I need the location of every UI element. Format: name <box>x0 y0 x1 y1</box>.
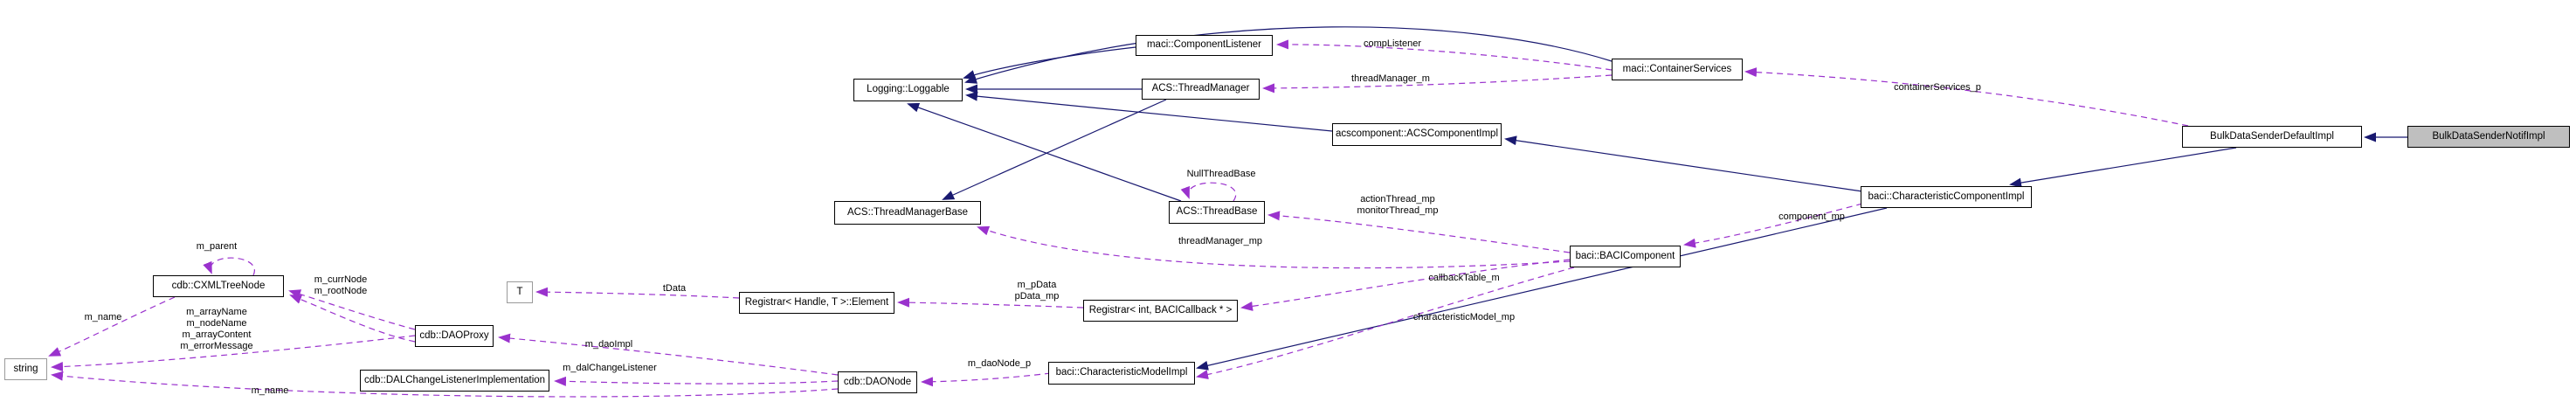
edge-usage-proxystrings <box>51 335 416 372</box>
edge-label-complistener: compListener <box>1363 38 1422 49</box>
edge-usage-callbacktable-m <box>1240 259 1571 311</box>
edge-inherit-threadbase-loggable <box>907 102 1182 202</box>
edge-usage-complistener <box>1276 39 1613 71</box>
class-node-maci-containerservices[interactable]: maci::ContainerServices <box>1612 59 1743 80</box>
edge-inherit-containerservices-loggable <box>964 26 1613 84</box>
edge-label-mdaoimpl: m_daoImpl <box>584 339 633 350</box>
edge-label-callbacktable-m: callbackTable_m <box>1428 273 1500 283</box>
class-node-cdb-daoproxy[interactable]: cdb::DAOProxy <box>415 325 494 347</box>
edge-label-proxy-strings: m_arrayName m_nodeName m_arrayContent m_… <box>180 307 253 351</box>
edge-usage-mdalchangelistener <box>554 376 839 386</box>
edge-inherit-charcomponentimpl-charmodelimpl <box>1196 207 1888 371</box>
edge-inherit-charcomponentimpl-acscomponentimpl <box>1504 135 1863 192</box>
edge-label-pdata: m_pData pData_mp <box>1014 280 1060 302</box>
edge-usage-threadmanager-mp <box>977 225 1571 269</box>
edge-usage-characteristicmodel-mp <box>1196 267 1575 379</box>
edge-inherit-threadmanager-threadmanagerbase <box>942 99 1167 200</box>
class-node-baci-characteristicmodelimpl[interactable]: baci::CharacteristicModelImpl <box>1048 362 1195 385</box>
edge-label-mdaonode-p: m_daoNode_p <box>967 358 1032 369</box>
class-node-cdb-daonode[interactable]: cdb::DAONode <box>838 371 917 393</box>
edge-inherit-acscomponentimpl-loggable <box>965 91 1333 132</box>
edge-usage-mname-upper <box>48 296 176 357</box>
edge-usage-containerservices-p <box>1744 67 2189 127</box>
class-node-registrar-int-bacicallback[interactable]: Registrar< int, BACICallback * > <box>1083 300 1238 322</box>
class-node-maci-componentlistener[interactable]: maci::ComponentListener <box>1136 35 1273 56</box>
edge-usage-mparent-selfloop <box>203 257 255 276</box>
edge-label-currnode-rootnode: m_currNode m_rootNode <box>314 274 368 296</box>
edge-label-threadmanager-m: threadManager_m <box>1351 73 1430 84</box>
class-node-acs-threadmanagerbase[interactable]: ACS::ThreadManagerBase <box>834 201 981 225</box>
edge-label-mdalchangelistener: m_dalChangeListener <box>563 363 657 373</box>
class-node-acs-threadmanager[interactable]: ACS::ThreadManager <box>1142 79 1260 100</box>
edge-usage-nullthreadbase-selfloop <box>1180 182 1237 202</box>
edge-usage-rootnode <box>289 295 416 343</box>
edge-label-mname-upper: m_name <box>84 312 122 322</box>
edge-label-containerservices-p: containerServices_p <box>1894 82 1981 93</box>
class-node-acs-threadbase[interactable]: ACS::ThreadBase <box>1169 201 1265 224</box>
edge-inherit-componentlistener-loggable <box>963 46 1136 80</box>
class-node-acscomponent-acscomponentimpl[interactable]: acscomponent::ACSComponentImpl <box>1332 123 1502 146</box>
edge-inherit-bulkdefault-charcomponentimpl <box>2009 147 2237 188</box>
edge-usage-mdaoimpl <box>498 333 839 376</box>
edge-usage-tdata <box>535 287 740 299</box>
class-node-bulkdatasenderdefaultimpl[interactable]: BulkDataSenderDefaultImpl <box>2182 126 2362 148</box>
edge-usage-threadmanager-m <box>1262 74 1613 94</box>
edge-usage-component-mp <box>1683 203 1863 248</box>
edge-usage-mname-lower <box>51 371 839 398</box>
class-node-logging-loggable[interactable]: Logging::Loggable <box>853 79 963 101</box>
edge-usage-pdata <box>897 297 1084 308</box>
class-node-cdb-cxmltreenode[interactable]: cdb::CXMLTreeNode <box>153 275 284 297</box>
class-node-baci-characteristiccomponentimpl[interactable]: baci::CharacteristicComponentImpl <box>1861 186 2032 208</box>
edge-label-component-mp: component_mp <box>1778 211 1845 222</box>
edge-usage-mdaonode-p <box>921 372 1052 387</box>
class-node-registrar-handle-t-element[interactable]: Registrar< Handle, T >::Element <box>739 292 894 314</box>
edge-usage-currnode <box>288 289 416 330</box>
edge-label-threadmanager-mp: threadManager_mp <box>1178 236 1263 246</box>
class-node-bulkdatasendernotifimpl-current: BulkDataSenderNotifImpl <box>2407 126 2570 148</box>
edge-label-characteristicmodel-mp: characteristicModel_mp <box>1412 312 1516 322</box>
class-node-template-t: T <box>507 281 533 303</box>
class-node-cdb-dalchangelistenerimplementation[interactable]: cdb::DALChangeListenerImplementation <box>360 370 549 392</box>
edge-label-actionthread-monitorthread: actionThread_mp monitorThread_mp <box>1357 194 1439 216</box>
edge-usage-actionthread-monitorthread <box>1267 211 1571 253</box>
edge-label-nullthreadbase: NullThreadBase <box>1186 169 1256 179</box>
class-node-string: string <box>4 358 47 380</box>
edge-label-mname-lower: m_name <box>251 385 289 396</box>
class-node-baci-bacicomponent[interactable]: baci::BACIComponent <box>1570 246 1681 267</box>
edge-label-tdata: tData <box>662 283 687 294</box>
edge-label-mparent: m_parent <box>196 241 238 252</box>
